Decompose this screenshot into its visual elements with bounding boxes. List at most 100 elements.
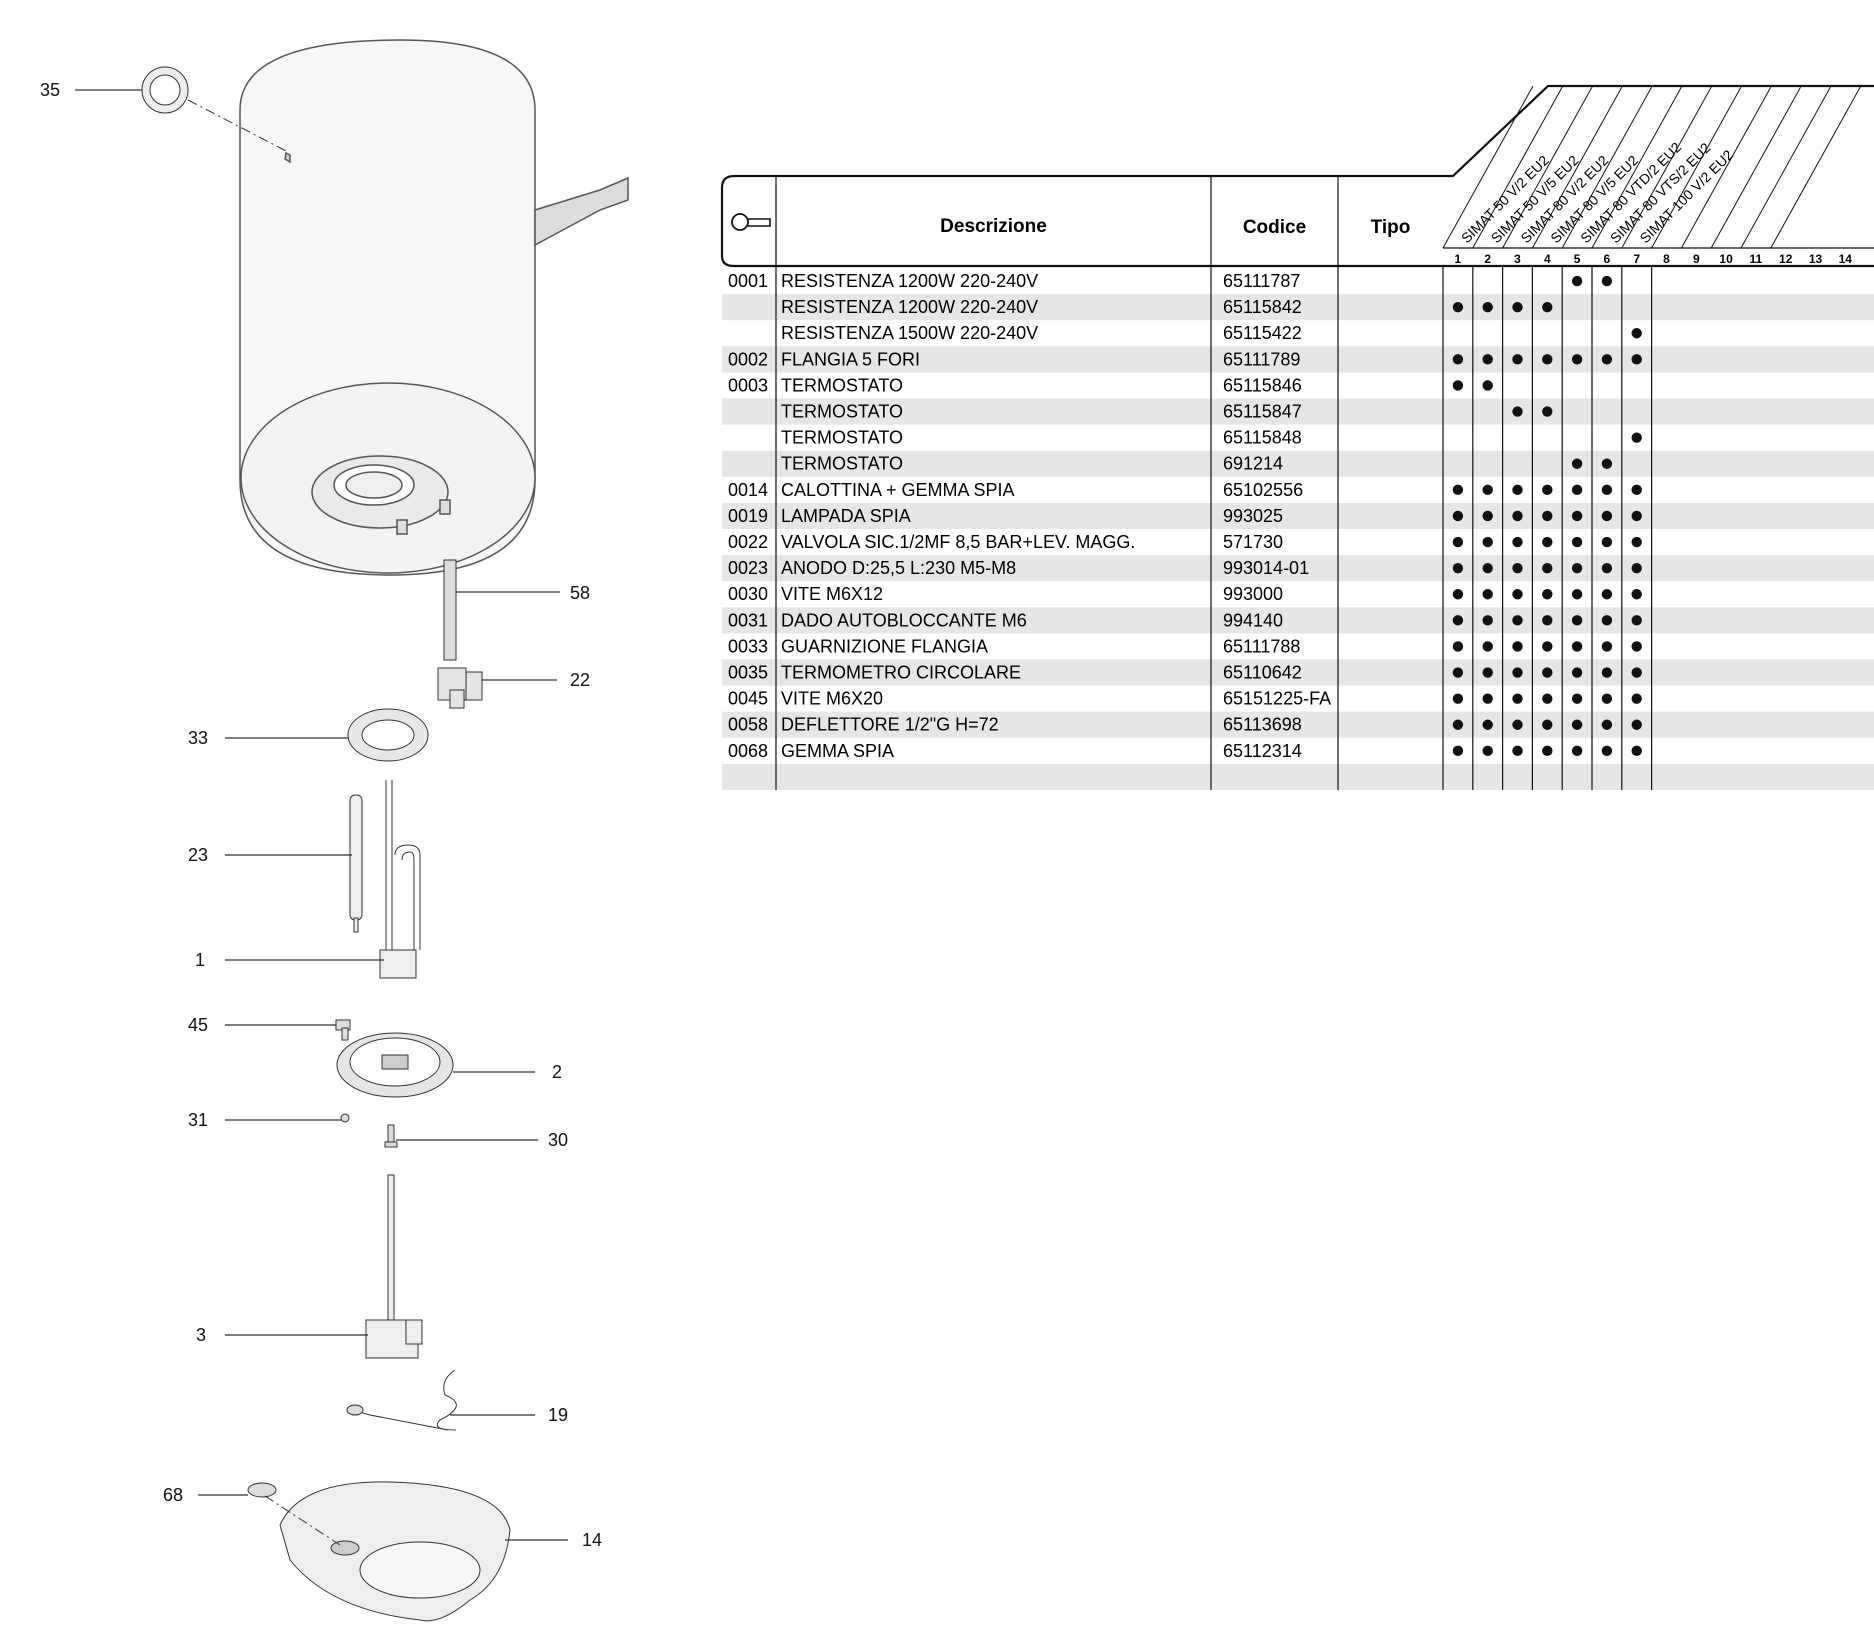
model-availability-dot <box>1601 719 1613 730</box>
row-description: GUARNIZIONE FLANGIA <box>781 636 988 656</box>
callout-68: 68 <box>163 1485 184 1505</box>
model-availability-dot <box>1452 667 1464 678</box>
model-header-diagonal <box>1531 85 1623 249</box>
row-description: TERMOSTATO <box>781 402 903 422</box>
model-header-diagonal <box>1591 85 1683 249</box>
model-availability-dot <box>1482 536 1493 548</box>
model-availability-dot <box>1512 406 1523 417</box>
leader-lines <box>75 89 568 1541</box>
row-shade <box>722 450 1874 477</box>
model-availability-dot <box>1571 275 1583 287</box>
model-column-number: 1 <box>1455 252 1462 266</box>
row-position: 0033 <box>728 636 768 656</box>
row-position: 0045 <box>728 689 768 709</box>
model-availability-dot <box>1452 641 1464 652</box>
model-availability-dot <box>1542 719 1553 730</box>
model-availability-dot <box>1512 510 1523 522</box>
model-availability-dot <box>1482 693 1493 704</box>
model-availability-dot <box>1452 719 1464 730</box>
model-availability-dot <box>1512 354 1523 365</box>
model-availability-dot <box>1571 589 1583 600</box>
row-shade <box>722 763 1874 790</box>
model-column-number: 13 <box>1809 252 1823 266</box>
model-header-diagonal <box>1651 85 1743 249</box>
model-availability-dot <box>1542 641 1553 652</box>
row-code: 65151225-FA <box>1223 689 1331 709</box>
model-availability-dot <box>1452 510 1464 522</box>
row-shade <box>722 294 1874 321</box>
row-description: TERMOMETRO CIRCOLARE <box>781 663 1021 683</box>
row-position: 0003 <box>728 375 768 395</box>
row-position: 0001 <box>728 271 768 291</box>
screw-30-part <box>384 1124 398 1148</box>
cover-part <box>279 1481 511 1622</box>
model-availability-dot <box>1542 354 1553 365</box>
model-header-diagonal <box>1770 85 1862 249</box>
thermostat-part <box>365 1174 423 1359</box>
model-availability-dot <box>1482 380 1493 391</box>
row-description: RESISTENZA 1500W 220-240V <box>781 323 1038 343</box>
model-availability-dot <box>1542 693 1553 704</box>
model-header-diagonal <box>1740 85 1832 249</box>
model-availability-dot <box>1571 615 1583 626</box>
anode-part <box>349 794 363 933</box>
header-top-border <box>734 84 1874 178</box>
callout-45: 45 <box>188 1015 209 1035</box>
model-header-diagonal <box>1472 85 1564 249</box>
model-availability-dot <box>1512 641 1523 652</box>
row-description: TERMOSTATO <box>781 375 903 395</box>
model-header-diagonal <box>1561 85 1653 249</box>
model-availability-dot <box>1512 719 1523 730</box>
model-availability-dot <box>1631 536 1642 548</box>
model-availability-dot <box>1601 536 1613 548</box>
row-position: 0068 <box>728 741 768 761</box>
model-header-diagonal <box>1710 85 1802 249</box>
model-availability-dot <box>1482 667 1493 678</box>
model-availability-dot <box>1482 301 1493 313</box>
model-availability-dot <box>1631 328 1642 339</box>
row-code: 65110642 <box>1223 663 1302 683</box>
callout-2: 2 <box>552 1062 563 1082</box>
model-availability-dot <box>1512 562 1523 574</box>
nut-part <box>340 1113 350 1123</box>
exploded-diagram <box>75 39 629 1622</box>
model-column-number: 5 <box>1574 252 1581 266</box>
model-availability-dot <box>1482 562 1493 574</box>
screw-45-part <box>335 1019 351 1041</box>
model-availability-dot <box>1601 354 1613 365</box>
model-availability-dot <box>1482 641 1493 652</box>
model-availability-dot <box>1571 458 1583 469</box>
model-header-diagonal <box>1621 85 1713 249</box>
model-availability-dot <box>1542 406 1553 417</box>
model-availability-dot <box>1631 562 1642 574</box>
model-availability-dot <box>1452 562 1464 574</box>
row-description: GEMMA SPIA <box>781 741 894 761</box>
row-code: 994140 <box>1223 610 1283 630</box>
model-availability-dot <box>1601 458 1613 469</box>
row-description: CALOTTINA + GEMMA SPIA <box>781 480 1015 500</box>
model-availability-dot <box>1631 693 1642 704</box>
model-column-number: 10 <box>1719 252 1733 266</box>
model-availability-dot <box>1542 484 1553 496</box>
row-code: 65115422 <box>1223 323 1302 343</box>
model-availability-dot <box>1571 719 1583 730</box>
model-availability-dot <box>1542 536 1553 548</box>
model-column-number: 2 <box>1484 252 1491 266</box>
model-availability-dot <box>1571 484 1583 496</box>
model-availability-dot <box>1601 667 1613 678</box>
row-shade <box>722 607 1874 634</box>
row-code: 65111788 <box>1223 636 1300 656</box>
model-availability-dot <box>1512 693 1523 704</box>
model-availability-dot <box>1512 589 1523 600</box>
model-availability-dot <box>1452 301 1464 313</box>
row-shade <box>722 555 1874 582</box>
tank-drawing <box>239 39 629 576</box>
model-availability-dot <box>1542 562 1553 574</box>
model-availability-dot <box>1482 354 1493 365</box>
row-description: ANODO D:25,5 L:230 M5-M8 <box>781 558 1016 578</box>
row-code: 65115848 <box>1223 428 1302 448</box>
header-code: Codice <box>1243 217 1306 238</box>
callout-3: 3 <box>196 1325 207 1345</box>
deflector-part <box>443 559 457 661</box>
row-description: RESISTENZA 1200W 220-240V <box>781 297 1038 317</box>
